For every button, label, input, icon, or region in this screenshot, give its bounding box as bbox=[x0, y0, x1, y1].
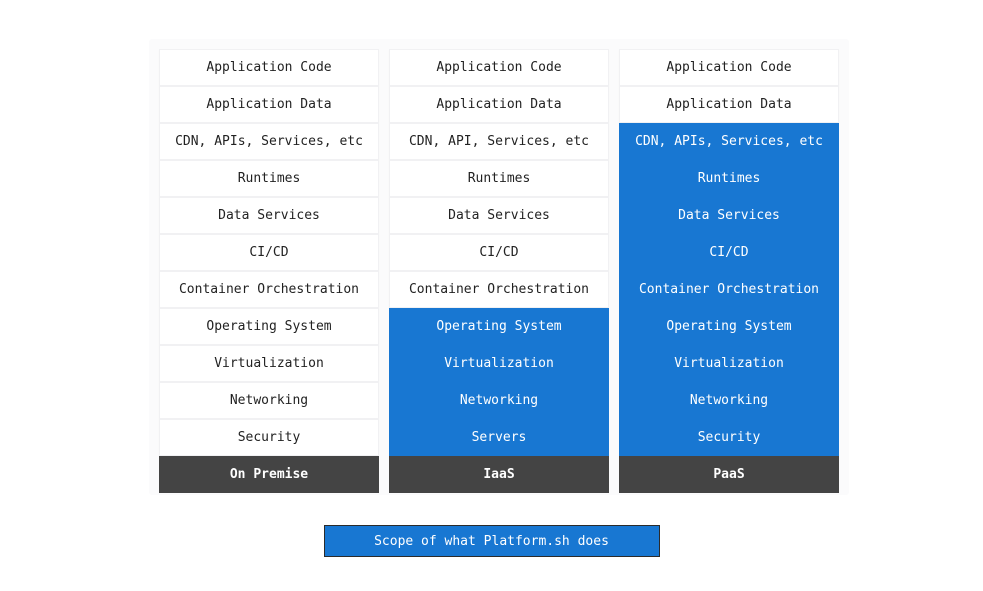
matrix-cell-label: Security bbox=[237, 430, 301, 445]
matrix-cell: Data Services bbox=[619, 197, 839, 234]
matrix-cell-label: Container Orchestration bbox=[408, 282, 589, 297]
matrix-cell-label: Application Code bbox=[206, 60, 332, 75]
matrix-column-footer-iaas: IaaS bbox=[389, 456, 609, 493]
legend-container: Scope of what Platform.sh does bbox=[0, 525, 983, 557]
matrix-cell: Networking bbox=[619, 382, 839, 419]
matrix-cell: Servers bbox=[389, 419, 609, 456]
matrix-cell-label: Networking bbox=[689, 393, 769, 408]
legend-scope-box: Scope of what Platform.sh does bbox=[323, 525, 660, 557]
matrix-cell-label: Security bbox=[697, 430, 761, 445]
matrix-cell-label: Networking bbox=[459, 393, 539, 408]
matrix-cell-label: CDN, APIs, Services, etc bbox=[175, 134, 363, 149]
matrix-cell: Virtualization bbox=[619, 345, 839, 382]
matrix-cell-label: Application Code bbox=[436, 60, 562, 75]
matrix-cell: Application Code bbox=[159, 49, 379, 86]
matrix-cell: Data Services bbox=[159, 197, 379, 234]
matrix-cell: CI/CD bbox=[389, 234, 609, 271]
matrix-cell: CDN, APIs, Services, etc bbox=[619, 123, 839, 160]
matrix-cell: Networking bbox=[389, 382, 609, 419]
matrix-cell-label: Data Services bbox=[678, 208, 780, 223]
matrix-cell-label: Runtimes bbox=[467, 171, 531, 186]
matrix-cell: Application Code bbox=[389, 49, 609, 86]
matrix-cell: Container Orchestration bbox=[159, 271, 379, 308]
matrix-cell-label: Networking bbox=[229, 393, 309, 408]
matrix-cell-label: Data Services bbox=[448, 208, 550, 223]
matrix-cell-label: CDN, APIs, Services, etc bbox=[635, 134, 823, 149]
matrix-column-footer-paas: PaaS bbox=[619, 456, 839, 493]
matrix-cell: Container Orchestration bbox=[389, 271, 609, 308]
matrix-cell: Runtimes bbox=[619, 160, 839, 197]
matrix-cell-label: Application Data bbox=[206, 97, 332, 112]
matrix-cell: CI/CD bbox=[619, 234, 839, 271]
matrix-cell-label: CI/CD bbox=[479, 245, 519, 260]
matrix-cell-label: CDN, API, Services, etc bbox=[408, 134, 589, 149]
matrix-cell: CDN, API, Services, etc bbox=[389, 123, 609, 160]
matrix-cell-label: Virtualization bbox=[214, 356, 324, 371]
matrix-cell: Data Services bbox=[389, 197, 609, 234]
legend-label: Scope of what Platform.sh does bbox=[374, 533, 609, 549]
matrix-cell: Application Data bbox=[159, 86, 379, 123]
matrix-cell-label: Servers bbox=[471, 430, 527, 445]
matrix-cell-label: Application Data bbox=[666, 97, 792, 112]
matrix-cell-label: Operating System bbox=[666, 319, 792, 334]
matrix-cell-label: Application Code bbox=[666, 60, 792, 75]
matrix-cell: Virtualization bbox=[159, 345, 379, 382]
matrix-cell-label: Container Orchestration bbox=[638, 282, 819, 297]
matrix-cell: Security bbox=[159, 419, 379, 456]
matrix-cell: Runtimes bbox=[159, 160, 379, 197]
matrix-cell-label: CI/CD bbox=[709, 245, 749, 260]
matrix-cell: CDN, APIs, Services, etc bbox=[159, 123, 379, 160]
matrix-cell: Operating System bbox=[619, 308, 839, 345]
matrix-column-footer-label: PaaS bbox=[713, 467, 745, 482]
matrix-cell-label: Virtualization bbox=[444, 356, 554, 371]
matrix-cell-label: Data Services bbox=[218, 208, 320, 223]
matrix-cell: Application Data bbox=[389, 86, 609, 123]
matrix-cell: Application Code bbox=[619, 49, 839, 86]
matrix-cell-label: Operating System bbox=[436, 319, 562, 334]
matrix-cell: Security bbox=[619, 419, 839, 456]
matrix-cell: Runtimes bbox=[389, 160, 609, 197]
matrix-cell: Application Data bbox=[619, 86, 839, 123]
matrix-cell: Operating System bbox=[389, 308, 609, 345]
matrix-cell-label: Application Data bbox=[436, 97, 562, 112]
matrix-cell-label: Virtualization bbox=[674, 356, 784, 371]
matrix-cell: Container Orchestration bbox=[619, 271, 839, 308]
matrix-cell: Operating System bbox=[159, 308, 379, 345]
matrix-cell-label: Runtimes bbox=[237, 171, 301, 186]
matrix-cell: CI/CD bbox=[159, 234, 379, 271]
matrix-cell-label: CI/CD bbox=[249, 245, 289, 260]
matrix-cell: Networking bbox=[159, 382, 379, 419]
matrix-column-footer-on-premise: On Premise bbox=[159, 456, 379, 493]
matrix-cell-label: Runtimes bbox=[697, 171, 761, 186]
matrix-cell-label: Container Orchestration bbox=[178, 282, 359, 297]
matrix-cell-label: Operating System bbox=[206, 319, 332, 334]
matrix-cell: Virtualization bbox=[389, 345, 609, 382]
matrix-column-footer-label: IaaS bbox=[483, 467, 515, 482]
matrix-column-footer-label: On Premise bbox=[229, 467, 309, 482]
